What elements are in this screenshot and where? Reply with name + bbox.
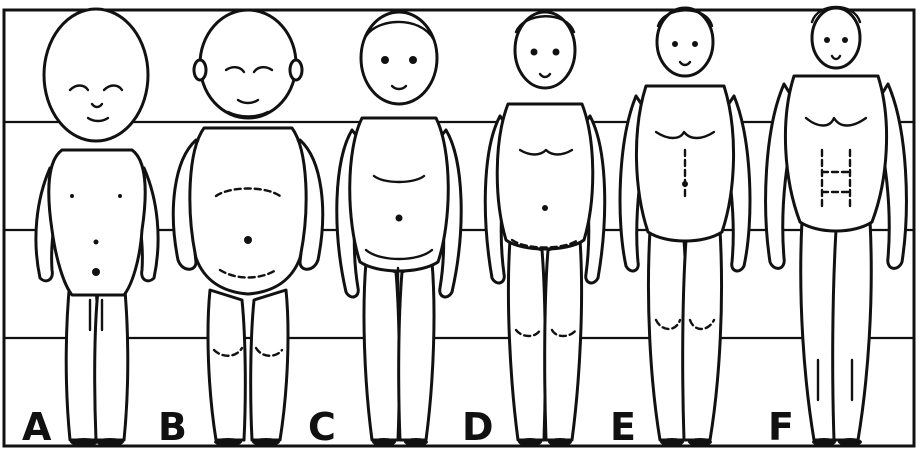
figure-a <box>36 9 158 446</box>
figure-letter-f: F <box>768 405 794 449</box>
figure-letter-e: E <box>610 405 636 449</box>
figure-letter-b: B <box>158 405 187 449</box>
figure-b <box>173 10 322 446</box>
figure-c <box>337 12 461 446</box>
figure-letter-a: A <box>22 405 52 449</box>
figure-d <box>485 12 604 446</box>
figure-letter-c: C <box>308 405 336 449</box>
figure-e <box>620 8 750 446</box>
figure-letter-d: D <box>462 405 494 449</box>
figure-f <box>766 7 907 446</box>
